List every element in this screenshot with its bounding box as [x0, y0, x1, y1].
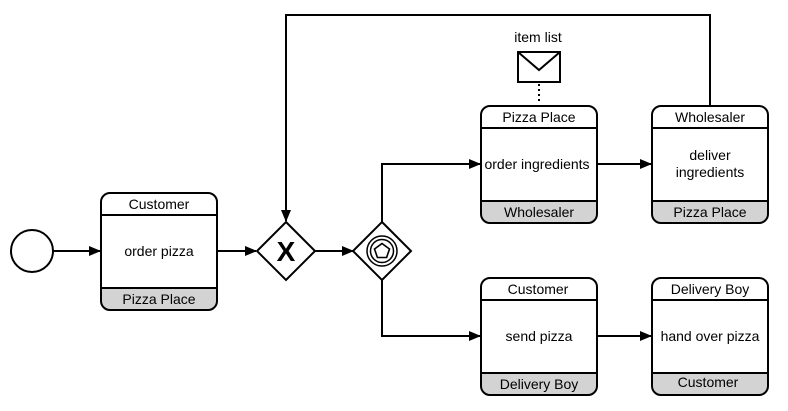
receiving-participant: Customer	[678, 374, 739, 390]
task-name: send pizza	[506, 328, 573, 344]
task-name-line-2: ingredients	[676, 164, 745, 180]
receiving-participant: Wholesaler	[504, 204, 574, 220]
choreography-task-order-pizza: Customer order pizza Pizza Place	[100, 192, 218, 311]
receiving-participant: Delivery Boy	[500, 376, 579, 392]
receiving-participant: Pizza Place	[122, 291, 195, 307]
choreography-task-order-ingredients: Pizza Place order ingredients Wholesaler	[480, 105, 598, 224]
participant-band	[101, 288, 217, 310]
task-border	[651, 105, 769, 224]
message-item-list: item list	[514, 29, 562, 83]
flow-loop-back-to-exclusive-gateway	[281, 14, 711, 222]
pentagon-icon	[373, 242, 391, 259]
participant-band	[481, 201, 597, 223]
task-name-line-1: deliver	[689, 147, 731, 163]
task-border	[100, 192, 218, 311]
task-name: hand over pizza	[661, 328, 760, 344]
start-event	[10, 229, 54, 273]
initiating-participant: Customer	[508, 281, 569, 297]
task-name: order pizza	[124, 243, 193, 259]
choreography-task-send-pizza: Customer send pizza Delivery Boy	[480, 277, 598, 396]
initiating-participant: Delivery Boy	[671, 281, 750, 297]
task-border	[651, 277, 769, 396]
exclusive-gateway-marker: X	[277, 236, 296, 267]
flow-event-gateway-to-send-pizza	[381, 280, 481, 341]
initiator-band	[652, 278, 768, 300]
initiating-participant: Customer	[129, 196, 190, 212]
initiating-participant: Wholesaler	[675, 109, 745, 125]
exclusive-gateway: X	[255, 220, 317, 282]
event-based-gateway	[351, 220, 413, 282]
envelope-icon	[517, 51, 561, 83]
participant-band	[652, 201, 768, 223]
event-gateway-inner-circle	[369, 238, 395, 264]
task-border	[480, 277, 598, 396]
initiator-band	[101, 193, 217, 215]
event-gateway-outer-circle	[366, 235, 398, 267]
initiator-band	[481, 106, 597, 128]
task-name: order ingredients	[484, 156, 589, 172]
receiving-participant: Pizza Place	[673, 204, 746, 220]
task-border	[480, 105, 598, 224]
message-label: item list	[514, 29, 562, 45]
choreography-task-deliver-ingredients: Wholesaler deliver ingredients Pizza Pla…	[651, 105, 769, 224]
flow-event-gateway-to-order-ingredients	[381, 159, 481, 222]
initiator-band	[481, 278, 597, 300]
initiating-participant: Pizza Place	[502, 109, 575, 125]
participant-band	[652, 373, 768, 395]
initiator-band	[652, 106, 768, 128]
choreography-task-hand-over-pizza: Delivery Boy hand over pizza Customer	[651, 277, 769, 396]
participant-band	[481, 373, 597, 395]
